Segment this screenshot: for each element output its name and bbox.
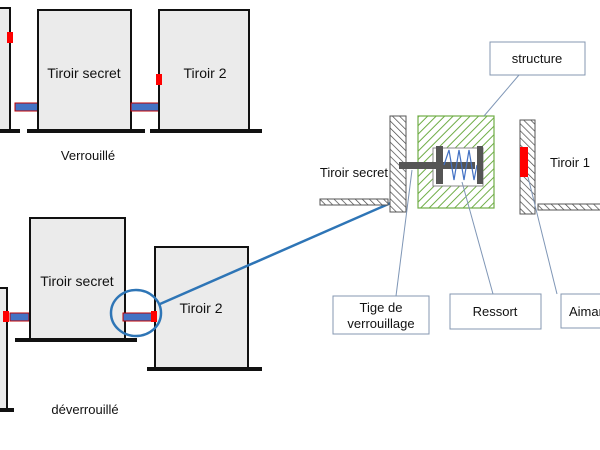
detail-drawer1-label: Tiroir 1 bbox=[550, 155, 590, 170]
magnet-bottom-left-partial bbox=[3, 311, 9, 322]
locking-rod-bottom-right bbox=[122, 312, 153, 322]
detail-stopper bbox=[477, 146, 483, 184]
top-secret-drawer-label: Tiroir secret bbox=[47, 65, 120, 81]
bottom-secret-drawer bbox=[29, 217, 126, 341]
detail-right-plate bbox=[537, 203, 600, 211]
detail-spring bbox=[443, 149, 478, 181]
locked-state: Tiroir secret Tiroir 2 Verrouillé bbox=[0, 7, 262, 163]
top-secret-drawer bbox=[37, 9, 132, 132]
callout-structure-line bbox=[483, 74, 520, 117]
callout-rod-line bbox=[395, 169, 413, 297]
detail-view: Tiroir secret Tiroir 1 bbox=[319, 115, 600, 215]
detail-rod-head bbox=[436, 146, 443, 184]
unlocked-state: Tiroir secret Tiroir 2 déverrouillé bbox=[0, 217, 262, 417]
locking-rod-top-left bbox=[14, 102, 39, 112]
bottom-drawer2-label: Tiroir 2 bbox=[179, 300, 222, 316]
unlocked-caption: déverrouillé bbox=[51, 402, 118, 417]
callout-structure-box bbox=[489, 41, 586, 76]
locking-rod-bottom-left bbox=[9, 312, 30, 322]
magnet-top-drawer2 bbox=[156, 74, 162, 85]
locking-rod-top-right bbox=[130, 102, 162, 112]
detail-magnet bbox=[520, 147, 528, 177]
top-drawer2-label: Tiroir 2 bbox=[183, 65, 226, 81]
magnet-bottom-drawer2 bbox=[151, 311, 157, 322]
callouts: structure Tige de verrouillage Ressort A… bbox=[332, 41, 600, 335]
callout-magnet-line bbox=[527, 176, 558, 295]
locked-caption: Verrouillé bbox=[61, 148, 115, 163]
magnet-left-partial bbox=[7, 32, 13, 43]
callout-magnet-box bbox=[560, 293, 600, 329]
callout-spring-box bbox=[449, 293, 542, 330]
callout-structure-label: structure bbox=[512, 51, 563, 66]
zoom-leader-line bbox=[159, 200, 394, 306]
left-partial-drawer bbox=[0, 7, 11, 132]
bottom-secret-drawer-label: Tiroir secret bbox=[40, 273, 113, 289]
callout-spring-label: Ressort bbox=[473, 304, 518, 319]
callout-spring-line bbox=[461, 181, 494, 295]
callout-magnet-label: Aimant bbox=[569, 304, 600, 319]
zoom-circle bbox=[109, 288, 163, 338]
detail-left-plate bbox=[319, 198, 389, 206]
callout-rod-label-line1: Tige de bbox=[360, 300, 403, 315]
callout-rod-box bbox=[332, 295, 430, 335]
callout-rod-label-line2: verrouillage bbox=[347, 316, 414, 331]
detail-secret-drawer-label: Tiroir secret bbox=[320, 165, 389, 180]
bottom-left-partial-drawer bbox=[0, 287, 8, 411]
